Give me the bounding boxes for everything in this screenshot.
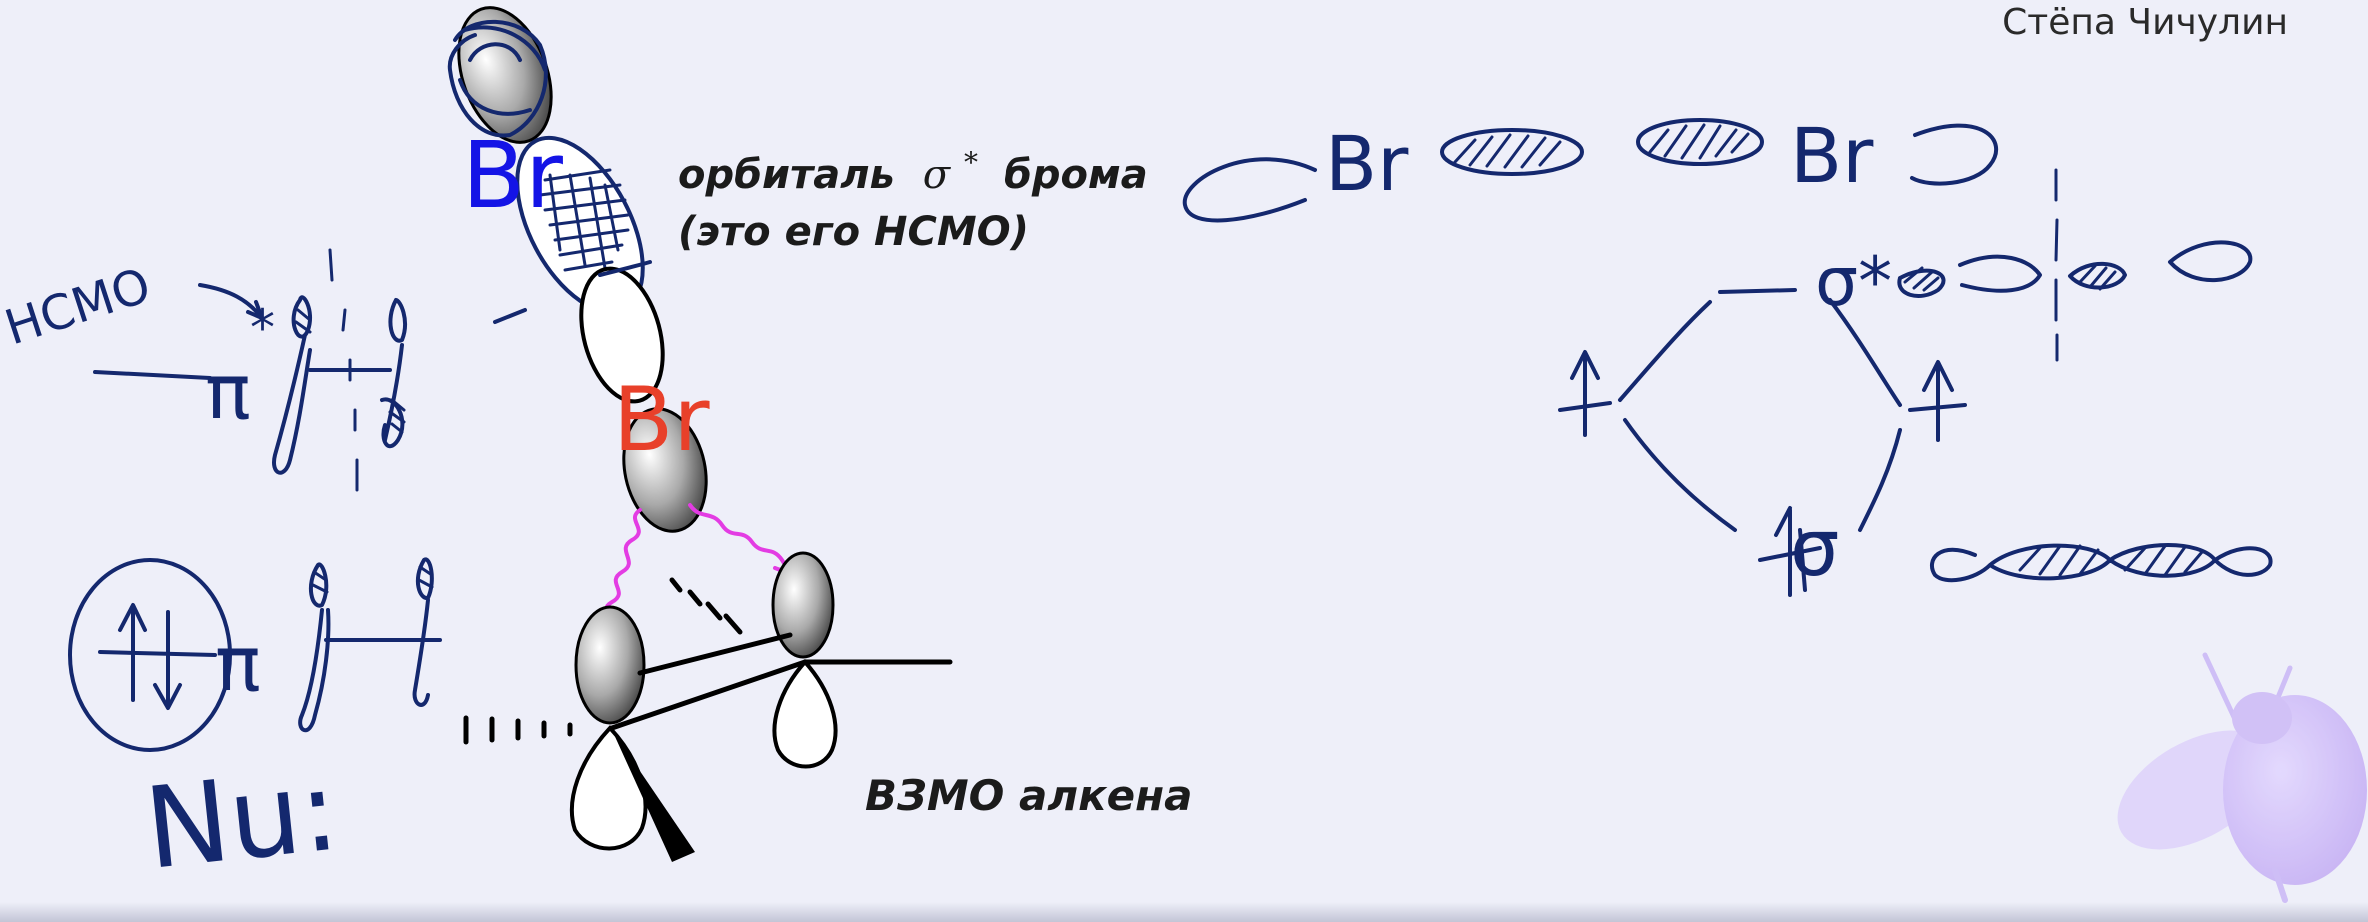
br-top-lobe-scribble	[447, 19, 548, 138]
pi-electrons-circle	[68, 558, 232, 752]
right-mo-diagram: Br Br σ* σ	[1182, 111, 2273, 597]
spin-down-arrow	[153, 610, 182, 710]
mo-sigma-star-level	[1718, 288, 1797, 294]
pi-star-dashed-node	[328, 248, 359, 492]
nsmo-handwritten: НСМО	[0, 257, 157, 356]
pi-star-handwritten: *	[250, 299, 275, 357]
right-atomic-electron	[1908, 360, 1967, 442]
left-handwriting: НСМО π * π Nu:	[0, 248, 442, 895]
pi-star-orbital-sketch	[272, 295, 407, 475]
br-left-handwritten: Br	[1325, 119, 1409, 208]
pi-lower-handwritten: π	[215, 619, 261, 708]
wavy-interaction-right	[688, 503, 788, 573]
alkene-left-bottom-lobe	[569, 725, 648, 851]
br-right-hatched-orbital	[1636, 118, 1764, 166]
pi-star-level-line	[93, 370, 212, 380]
pi-orbital-sketch	[298, 557, 442, 732]
sigma-star-superscript: *	[964, 146, 978, 179]
bee-leg	[2272, 867, 2288, 903]
nsmo-arrow	[198, 283, 264, 320]
alkene-right-top-lobe	[771, 551, 835, 659]
nu-handwritten: Nu:	[139, 745, 344, 894]
pi-star-hatch	[294, 308, 406, 434]
mo-left-up-line	[1618, 300, 1712, 402]
br-left-hatching	[1453, 133, 1562, 169]
sigma-electrons-marks	[1758, 506, 1822, 597]
sigma-symbol: σ	[923, 152, 952, 198]
br-left-orbital-open	[1182, 157, 1317, 223]
alkene-right-bottom-lobe	[772, 658, 838, 769]
alkene-double-bond-1	[609, 659, 808, 731]
br-bottom-lobe	[622, 407, 708, 533]
sigma-tick-mark	[493, 308, 527, 324]
br-red-label: Br	[613, 368, 710, 471]
sigma-bonding-orbitals	[1929, 543, 2273, 583]
mo-left-down-line	[1623, 418, 1737, 532]
alkene-molecule	[463, 551, 953, 862]
sigma-star-mo-handwritten: σ*	[1815, 243, 1892, 322]
sigma-orbital-label-line2: (это его НСМО)	[678, 209, 1029, 255]
sigma-curve-mark	[598, 260, 652, 277]
homo-alkene-label: ВЗМО алкена	[865, 771, 1192, 820]
nodal-plane-dash	[2054, 168, 2059, 362]
sigma-orbital-post: брома	[1004, 152, 1148, 198]
pi-upper-handwritten: π	[205, 347, 251, 436]
alkene-left-top-lobe	[574, 605, 646, 725]
pi-level-line	[98, 650, 217, 657]
sigma-star-hatching	[538, 168, 630, 272]
mo-right-down-line	[1828, 298, 1902, 407]
alkene-double-bond-2	[637, 632, 793, 676]
br-left-hatched-orbital	[1440, 128, 1584, 176]
bee-head	[2232, 692, 2292, 744]
br-right-handwritten: Br	[1790, 111, 1874, 200]
mo-right-up-line	[1858, 428, 1902, 532]
alkene-solid-wedge	[612, 730, 695, 862]
sigma-star-hatching	[1903, 264, 2117, 292]
br-blue-label: Br	[462, 122, 563, 229]
author-name: Стёпа Чичулин	[2002, 2, 2288, 43]
br-middle-white-lobe	[579, 266, 665, 404]
br-right-orbital-open	[1910, 123, 1999, 186]
bee-logo-icon	[2117, 652, 2367, 903]
alkene-hashed-wedge-left	[463, 715, 573, 745]
sigma-star-small-orbitals	[1897, 240, 2253, 298]
br-right-hatching	[1648, 123, 1750, 160]
left-atomic-electron	[1558, 350, 1612, 437]
alkene-hashed-wedge-upper	[669, 577, 743, 635]
spin-up-arrow	[118, 603, 147, 702]
video-bottom-bar	[0, 902, 2368, 922]
sigma-orbital-label-line1: орбиталь σ * брома	[678, 136, 1148, 198]
sigma-bonding-hatching	[2018, 544, 2204, 577]
sigma-orbital-pre: орбиталь	[678, 152, 895, 198]
bromine-molecule: Br Br	[447, 6, 788, 634]
pi-orbital-hatch	[311, 565, 434, 594]
